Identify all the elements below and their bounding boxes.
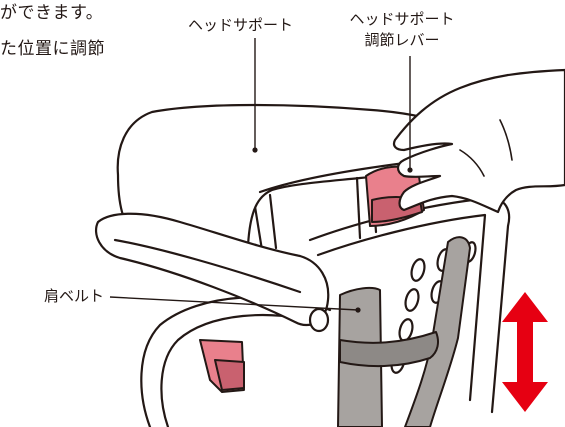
lever-leader-dot — [407, 167, 413, 173]
shoulder-joint — [308, 307, 330, 333]
callout-leaders — [109, 38, 413, 313]
frame-left-post — [268, 193, 278, 250]
lower-latch — [199, 339, 245, 393]
backrest-frame-right-inner — [316, 213, 487, 402]
vertical-double-arrow-icon — [502, 292, 548, 412]
head-support-lever-label-line-2: 調節レバー — [364, 31, 440, 49]
shoulder-belt-leader-dot — [355, 307, 361, 313]
shoulder-belts — [337, 236, 471, 427]
instruction-text-line-1: ができます。 — [0, 3, 104, 23]
seat-shell-inner — [160, 313, 320, 427]
shoulder-belt-label: 肩ベルト — [44, 287, 105, 305]
left-wing-outline — [94, 212, 330, 327]
shoulder-belt-leader — [109, 296, 359, 311]
head-support-leader-dot — [252, 147, 258, 153]
backrest-frame-right — [308, 196, 511, 414]
instruction-text-line-2: た位置に調節 — [0, 39, 105, 59]
mount-slot-left — [355, 176, 362, 240]
head-support-lever — [365, 165, 425, 227]
hand-outline — [392, 68, 565, 214]
head-support-label: ヘッドサポート — [188, 16, 294, 34]
head-support-lever-label-line-1: ヘッドサポート — [349, 10, 455, 28]
hand-knuckle-lines — [459, 119, 513, 177]
left-wing-crease — [113, 238, 302, 294]
